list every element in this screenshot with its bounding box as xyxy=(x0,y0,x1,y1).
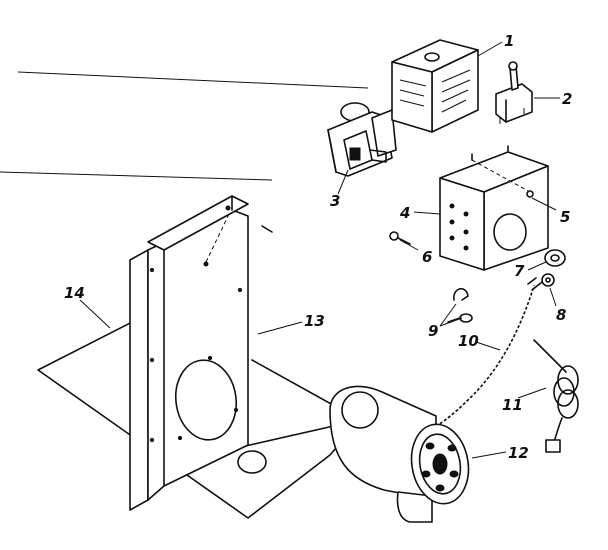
part-8-bushing xyxy=(541,273,555,287)
leader-lines xyxy=(79,41,560,459)
callout-4: 4 xyxy=(399,204,410,222)
callout-7: 7 xyxy=(514,262,525,280)
part-11-power-cord xyxy=(533,339,579,453)
callout-2: 2 xyxy=(562,90,572,108)
part-4-control-box xyxy=(439,145,549,271)
callout-9: 9 xyxy=(428,322,438,340)
callout-13: 13 xyxy=(304,312,325,330)
callout-10: 10 xyxy=(458,332,479,350)
part-7-grommet xyxy=(544,249,566,267)
reference-lines xyxy=(0,71,369,181)
callout-1: 1 xyxy=(504,32,514,50)
part-10-conduit xyxy=(425,277,543,434)
callout-labels: 1 2 3 4 5 6 7 8 9 10 11 12 13 14 xyxy=(64,32,572,462)
callout-12: 12 xyxy=(508,444,529,462)
part-2-switch xyxy=(495,61,533,124)
callout-14: 14 xyxy=(64,284,85,302)
part-6-screw xyxy=(389,231,411,245)
part-12-blower xyxy=(329,385,470,523)
part-9-clips xyxy=(447,288,473,323)
callout-3: 3 xyxy=(330,192,340,210)
part-1-label-plate xyxy=(391,39,479,133)
callout-8: 8 xyxy=(556,306,566,324)
part-3-assembly xyxy=(327,102,397,177)
callout-5: 5 xyxy=(560,208,570,226)
part-13-housing-panel xyxy=(129,195,273,511)
callout-6: 6 xyxy=(422,248,432,266)
callout-11: 11 xyxy=(502,396,523,414)
